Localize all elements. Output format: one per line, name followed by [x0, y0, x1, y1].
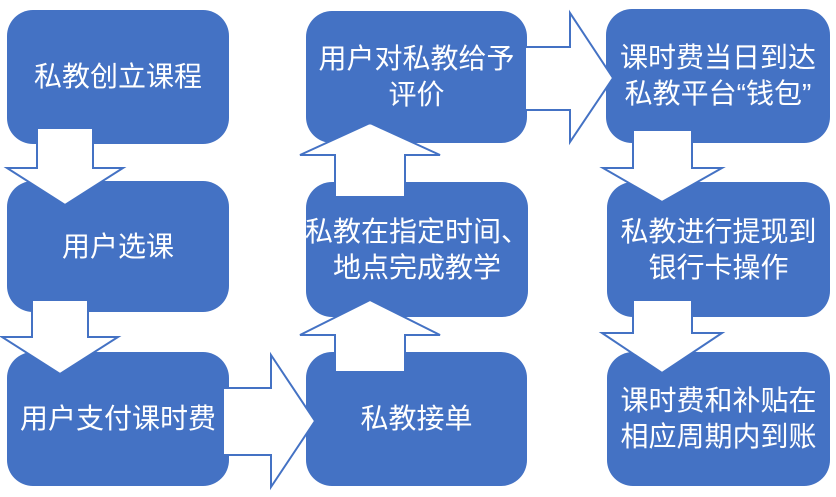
flow-box-user-select-course: 用户选课 [7, 181, 229, 312]
flow-box-label: 用户对私教给予 [318, 43, 515, 74]
flow-box-coach-create-course: 私教创立课程 [7, 10, 229, 144]
flow-box-label: 地点完成教学 [332, 251, 501, 283]
flow-box-label: 课时费和补贴在 [620, 385, 817, 416]
flow-box-user-rate-coach: 用户对私教给予 评价 [306, 11, 527, 143]
flow-box-coach-withdraw-to-bank-card: 私教进行提现到 银行卡操作 [607, 182, 830, 317]
flow-box-fee-and-subsidy-arrive: 课时费和补贴在 相应周期内到账 [607, 352, 830, 486]
flow-box-label: 银行卡操作 [648, 251, 789, 283]
flow-box-label: 私教平台“钱包” [624, 78, 812, 109]
flow-box-label: 相应周期内到账 [620, 421, 817, 452]
flow-box-user-pay-lesson-fee: 用户支付课时费 [7, 352, 229, 486]
flow-box-fee-arrives-platform-wallet: 课时费当日到达 私教平台“钱包” [606, 9, 830, 143]
right-arrow-rate-to-wallet-icon [524, 9, 615, 146]
flow-box-label: 私教接单 [360, 403, 473, 434]
flow-box-label: 评价 [388, 79, 445, 110]
flow-box-coach-accept-order: 私教接单 [306, 352, 527, 486]
flow-box-label: 课时费当日到达 [619, 42, 816, 73]
flow-box-label: 私教在指定时间、 [305, 215, 530, 247]
flow-box-label: 用户支付课时费 [19, 403, 216, 434]
flow-box-label: 私教创立课程 [33, 61, 202, 92]
right-arrow-pay-to-accept-icon [222, 351, 317, 491]
flow-box-label: 用户选课 [61, 230, 174, 262]
flow-box-coach-complete-teaching: 私教在指定时间、 地点完成教学 [305, 182, 530, 317]
flow-box-label: 私教进行提现到 [620, 215, 817, 247]
